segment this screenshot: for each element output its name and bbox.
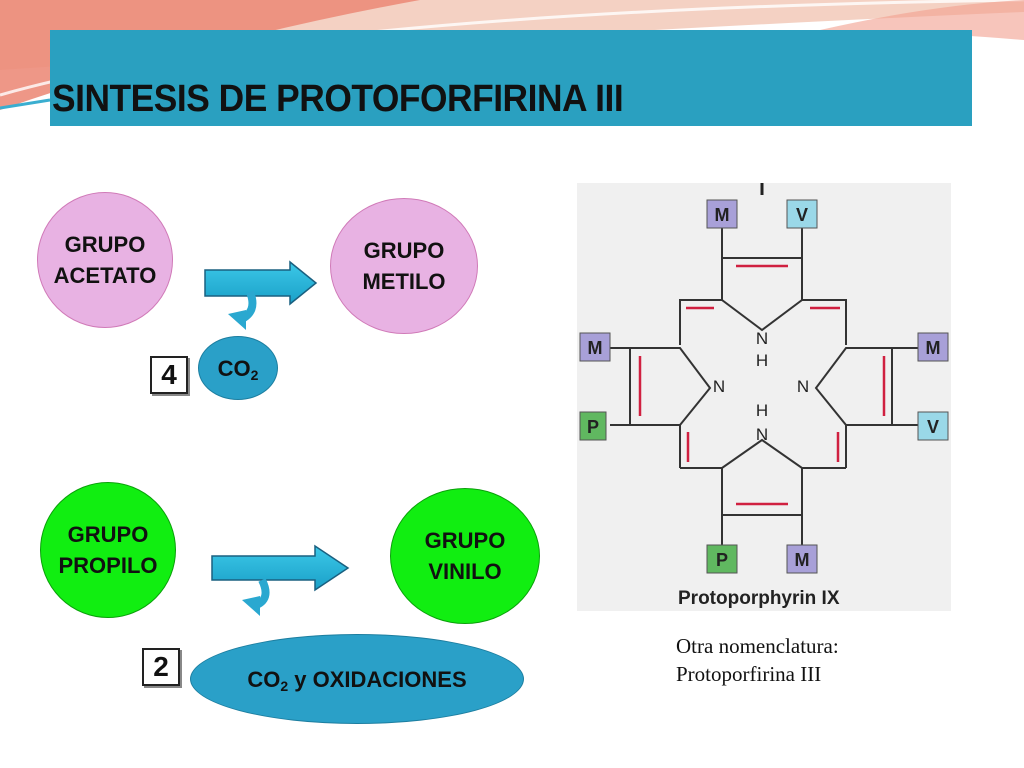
sub-box-m-left xyxy=(579,332,611,362)
sub-box-m-right xyxy=(917,332,949,362)
grupo-propilo-node: GRUPO PROPILO xyxy=(40,482,176,618)
caption-line1: Otra nomenclatura: xyxy=(676,634,839,658)
co2-bottom-sub: 2 xyxy=(280,677,289,694)
grupo-acetato-line2: ACETATO xyxy=(53,263,157,288)
svg-text:V: V xyxy=(927,417,939,437)
grupo-metilo-node: GRUPO METILO xyxy=(330,198,478,334)
svg-text:M: M xyxy=(588,338,603,358)
sub-box-p-bottom xyxy=(706,544,738,574)
co2-top-sub: 2 xyxy=(250,366,259,383)
slide-title: SINTESIS DE PROTOFORFIRINA III xyxy=(52,78,624,120)
grupo-acetato-line1: GRUPO xyxy=(64,232,146,257)
molecule-name: Protoporphyrin IX xyxy=(678,588,840,609)
svg-text:H: H xyxy=(756,401,768,420)
svg-text:M: M xyxy=(795,550,810,570)
grupo-vinilo-line2: VINILO xyxy=(428,559,502,584)
svg-text:P: P xyxy=(587,417,599,437)
top-arrow xyxy=(204,260,318,306)
co2-oxidaciones-node: CO2 y OXIDACIONES xyxy=(190,634,524,724)
sub-box-m-top xyxy=(706,199,738,229)
grupo-metilo-line1: GRUPO xyxy=(363,238,445,263)
svg-text:P: P xyxy=(716,550,728,570)
svg-text:M: M xyxy=(715,205,730,225)
sub-box-m-bottom xyxy=(786,544,818,574)
grupo-propilo-line1: GRUPO xyxy=(67,522,149,547)
grupo-propilo-line2: PROPILO xyxy=(58,553,158,578)
bottom-arrow xyxy=(211,544,350,592)
svg-text:V: V xyxy=(796,205,808,225)
svg-text:M: M xyxy=(926,338,941,358)
svg-text:N: N xyxy=(713,377,725,396)
co2-top-main: CO xyxy=(217,355,251,381)
svg-text:N: N xyxy=(797,377,809,396)
co2-node-top: CO2 xyxy=(198,336,278,400)
co2-bottom-rest: y OXIDACIONES xyxy=(288,666,467,692)
grupo-vinilo-line1: GRUPO xyxy=(424,528,506,553)
grupo-metilo-line2: METILO xyxy=(362,269,446,294)
title-bar xyxy=(50,30,972,126)
caption-line2: Protoporfirina III xyxy=(676,662,822,686)
svg-text:N: N xyxy=(756,425,768,444)
sub-box-p-left xyxy=(579,411,607,441)
count-box-top: 4 xyxy=(150,356,188,394)
sub-box-v-right xyxy=(917,411,949,441)
sub-box-v-top xyxy=(786,199,818,229)
svg-text:H: H xyxy=(756,351,768,370)
grupo-acetato-node: GRUPO ACETATO xyxy=(37,192,173,328)
grupo-vinilo-node: GRUPO VINILO xyxy=(390,488,540,624)
count-box-bottom: 2 xyxy=(142,648,180,686)
co2-bottom-main: CO xyxy=(247,666,281,692)
caption: Otra nomenclatura: Protoporfirina III xyxy=(676,632,839,688)
svg-text:N: N xyxy=(756,329,768,348)
